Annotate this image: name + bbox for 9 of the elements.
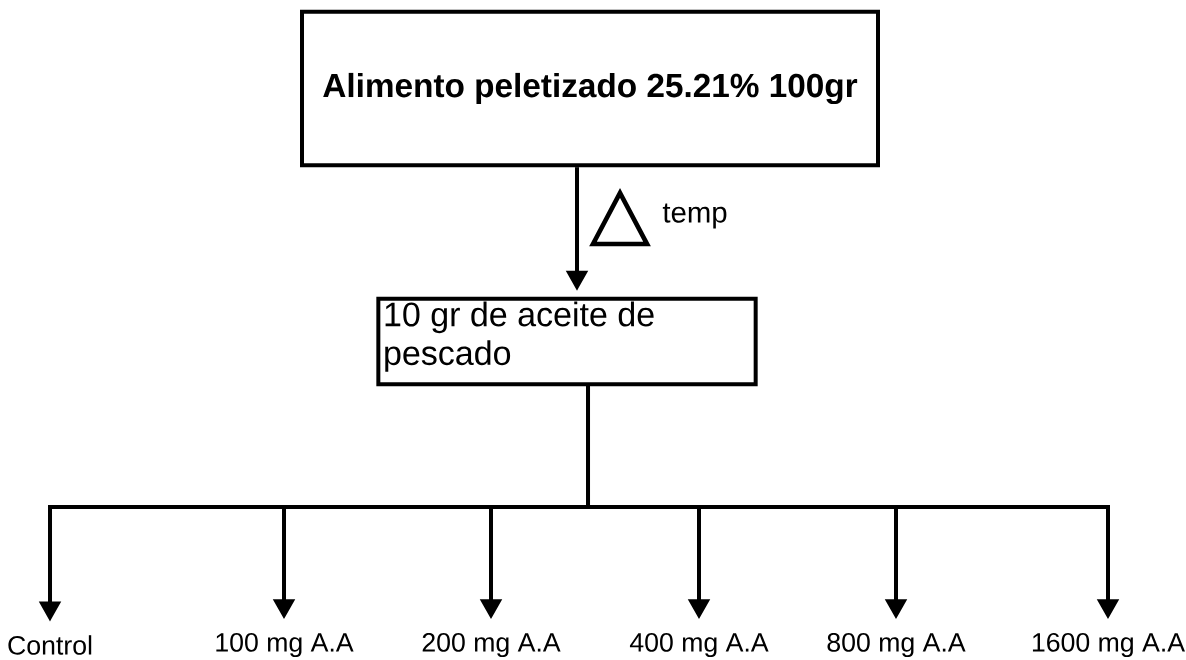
process-box: 10 gr de aceite de pescado (376, 296, 758, 387)
treatment-label: 100 mg A.A (216, 632, 354, 658)
treatment-label: 200 mg A.A (422, 632, 561, 658)
treatment-label: 400 mg A.A (629, 632, 769, 658)
edge-label: temp (662, 203, 727, 229)
treatment-label: 800 mg A.A (827, 632, 966, 658)
process-box: Alimento peletizado 25.21% 100gr (300, 9, 880, 168)
treatment-label: 1600 mg A.A (1032, 632, 1185, 658)
treatment-label: Control (8, 635, 92, 655)
